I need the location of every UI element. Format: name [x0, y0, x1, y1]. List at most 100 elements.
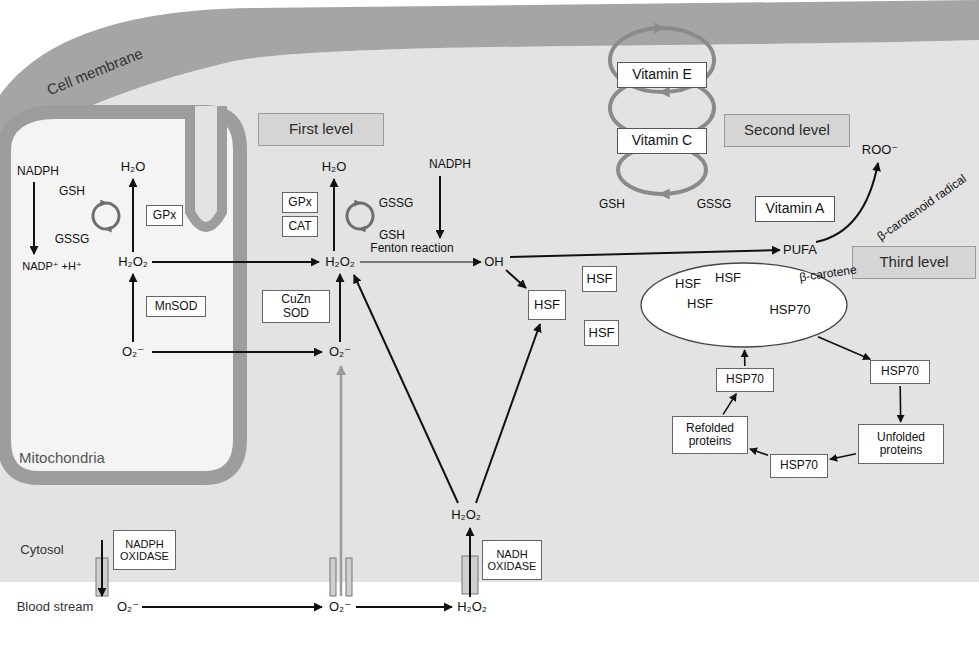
- factor-box: HSF: [582, 266, 617, 292]
- cycle-arrow: [899, 386, 901, 422]
- molecule-label: GSSG: [697, 198, 732, 211]
- node-text: Unfolded proteins: [864, 431, 938, 457]
- molecule-label: β-carotenoid radical: [875, 172, 969, 243]
- glutathione-cycle: [347, 203, 360, 229]
- reaction-arrow: [506, 270, 526, 288]
- reaction-arrow: [476, 324, 540, 503]
- molecule-label: PUFA: [783, 243, 817, 257]
- reaction-arrow: [510, 250, 780, 257]
- oxidation-arrow: [860, 250, 876, 266]
- node-text: HSF: [687, 297, 713, 311]
- molecule-label: O₂⁻: [117, 600, 139, 614]
- node-text: Refolded proteins: [678, 422, 742, 448]
- enzyme-box: GPx: [146, 205, 183, 226]
- cycle-arrow: [830, 454, 856, 460]
- vitamin-box: Vitamin E: [617, 62, 707, 88]
- reaction-arrow: [333, 179, 335, 251]
- node-text: Vitamin E: [632, 67, 692, 82]
- cytosol-ground: [0, 40, 979, 582]
- molecule-label: H₂O₂: [457, 600, 487, 614]
- node-text: GPx: [153, 209, 176, 222]
- reaction-arrow: [469, 528, 471, 597]
- vitamin-box: Vitamin C: [617, 128, 707, 154]
- vitamin-box: Vitamin A: [755, 196, 835, 222]
- molecule-label: NADP⁺ +H⁺: [22, 260, 82, 272]
- region-label: Mitochondria: [19, 450, 105, 467]
- protein-box: HSP70: [870, 360, 930, 384]
- node-text: HSF: [534, 298, 560, 312]
- reaction-arrow: [354, 275, 458, 503]
- molecule-label: GSSG: [55, 233, 90, 246]
- node-text: HSP70: [769, 303, 810, 317]
- reaction-arrow: [33, 182, 35, 254]
- molecule-label: H₂O: [322, 160, 347, 174]
- node-text: First level: [289, 121, 353, 138]
- node-text: Vitamin A: [766, 201, 825, 216]
- glutathione-cycle: [93, 203, 106, 229]
- reaction-arrow: [816, 163, 878, 242]
- cycle-arrow: [818, 337, 870, 359]
- node-text: HSP70: [881, 365, 919, 378]
- region-label: Cytosol: [20, 543, 63, 557]
- glutathione-cycle: [360, 203, 373, 229]
- membrane-channel: [346, 558, 352, 596]
- reaction-arrow: [360, 261, 481, 262]
- molecule-label: ROO⁻: [862, 143, 898, 157]
- node-text: Third level: [879, 254, 948, 271]
- enzyme-box: GPx: [282, 192, 318, 213]
- node-text: Second level: [744, 122, 830, 139]
- molecule-label: GSH: [59, 185, 85, 198]
- ellipse-outline: [641, 263, 847, 347]
- node-text: HSF: [587, 272, 613, 286]
- level-box: First level: [258, 113, 384, 146]
- node-text: CAT: [288, 220, 311, 233]
- molecule-label: H₂O₂: [451, 508, 481, 522]
- molecule-label: H₂O₂: [325, 255, 355, 269]
- factor-box: HSF: [584, 320, 619, 346]
- molecule-label: GSSG: [379, 197, 414, 210]
- molecule-label: GSH: [599, 198, 625, 211]
- mitochondrial-crista: [190, 106, 222, 227]
- reaction-arrow: [339, 274, 341, 342]
- protein-box: Unfolded proteins: [858, 424, 944, 464]
- node-text: MnSOD: [155, 300, 198, 313]
- reaction-arrow: [152, 351, 322, 353]
- node-text: HSP70: [780, 459, 818, 472]
- region-label: Blood stream: [17, 600, 94, 614]
- diffusion-arrow: [340, 366, 343, 596]
- node-text: NADH OXIDASE: [486, 548, 538, 572]
- node-text: Vitamin C: [632, 133, 692, 148]
- reaction-arrow: [132, 274, 134, 342]
- node-text: GPx: [288, 196, 311, 209]
- redox-cycle: [618, 146, 662, 194]
- redox-cycle: [662, 146, 706, 194]
- level-box: Second level: [724, 114, 850, 147]
- protein-box: HSP70: [770, 454, 828, 478]
- region-label: Cell membrane: [45, 45, 145, 98]
- molecule-label: GSH: [379, 229, 405, 242]
- factor-box: HSF: [528, 290, 566, 320]
- node-text: HSP70: [726, 373, 764, 386]
- enzyme-box: CuZn SOD: [262, 290, 330, 322]
- complex-ellipse: HSFHSFHSFHSP70: [640, 262, 848, 348]
- cycle-arrow: [744, 350, 746, 366]
- cycle-arrow: [750, 449, 768, 455]
- reaction-arrow: [439, 176, 441, 238]
- reaction-label: Fenton reaction: [370, 242, 453, 255]
- molecule-label: OH: [484, 255, 504, 269]
- reaction-arrow: [101, 540, 103, 596]
- node-text: HSF: [589, 326, 615, 340]
- enzyme-box: NADH OXIDASE: [482, 540, 542, 580]
- molecule-label: NADPH: [17, 165, 59, 178]
- reaction-arrow: [356, 606, 452, 608]
- ellipse-outline: [640, 262, 848, 348]
- node-text: NADPH OXIDASE: [117, 538, 172, 562]
- reaction-arrow: [132, 179, 134, 252]
- reaction-arrow: [152, 261, 319, 263]
- molecule-label: H₂O₂: [118, 255, 148, 269]
- glutathione-cycle: [106, 203, 119, 229]
- redox-cycle: [662, 78, 714, 138]
- cycle-arrow: [723, 394, 736, 415]
- molecule-label: NADPH: [429, 158, 471, 171]
